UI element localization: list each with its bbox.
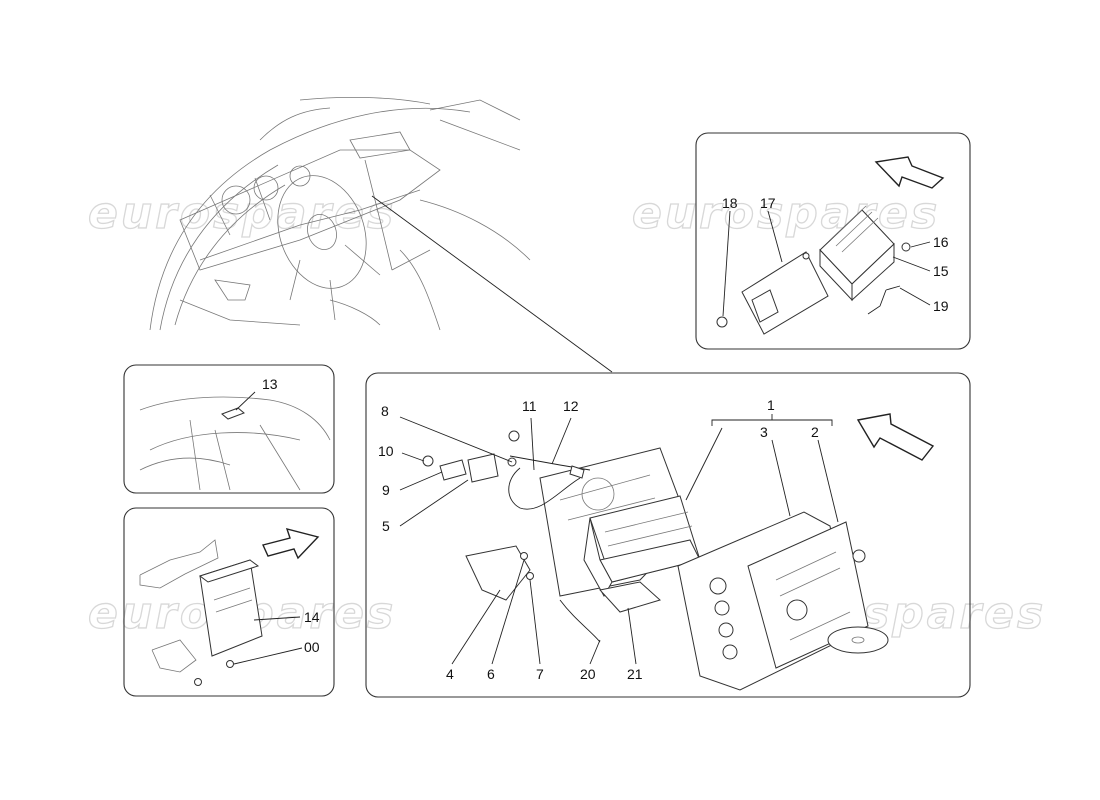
- callout-line-car-to-main: [371, 195, 613, 373]
- part-label-9: 9: [382, 482, 390, 498]
- watermark-2: eurospares: [632, 188, 940, 239]
- part-label-12: 12: [563, 398, 579, 414]
- panel-left-bottom: 14 00: [123, 507, 335, 697]
- part-label-7: 7: [536, 666, 544, 682]
- part-label-4: 4: [446, 666, 454, 682]
- part-label-14: 14: [304, 609, 320, 625]
- part-label-21: 21: [627, 666, 643, 682]
- part-label-20: 20: [580, 666, 596, 682]
- part-label-15: 15: [933, 263, 949, 279]
- part-label-10: 10: [378, 443, 394, 459]
- part-label-1: 1: [767, 397, 775, 413]
- direction-arrow-icon: [262, 528, 320, 560]
- part-label-2: 2: [811, 424, 819, 440]
- watermark-1: eurospares: [88, 188, 396, 239]
- part-label-17: 17: [760, 195, 776, 211]
- panel-top-right: 18 17 16 15 19: [695, 132, 971, 350]
- part-label-8: 8: [381, 403, 389, 419]
- part-label-3: 3: [760, 424, 768, 440]
- part-label-6: 6: [487, 666, 495, 682]
- part-label-16: 16: [933, 234, 949, 250]
- car-interior-sketch: [149, 96, 531, 331]
- panel-left-top: 13: [123, 364, 335, 494]
- part-label-18: 18: [722, 195, 738, 211]
- part-label-19: 19: [933, 298, 949, 314]
- part-label-11: 11: [522, 398, 537, 414]
- part-label-5: 5: [382, 518, 390, 534]
- panel-main: 8 11 12 1 3 2 10 9 5 4 6 7 20 21: [365, 372, 971, 698]
- part-label-00: 00: [304, 639, 320, 655]
- direction-arrow-icon: [874, 156, 945, 189]
- direction-arrow-icon: [856, 413, 935, 461]
- part-label-13: 13: [262, 376, 278, 392]
